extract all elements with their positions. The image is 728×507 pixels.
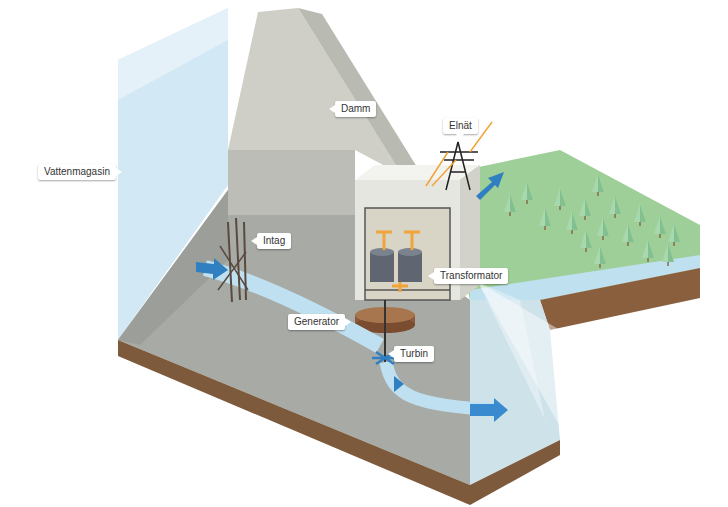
callout-label: Elnät: [443, 118, 478, 134]
callout-label: Generator: [288, 314, 345, 330]
callout-label: Turbin: [394, 346, 434, 362]
callout-label: Intag: [257, 233, 291, 249]
label-text: Turbin: [400, 348, 428, 359]
callout-label: Vattenmagasin: [38, 164, 116, 180]
label-text: Damm: [341, 103, 370, 114]
callout-label: Damm: [335, 101, 376, 117]
label-text: Elnät: [449, 120, 472, 131]
label-text: Generator: [294, 316, 339, 327]
label-text: Transformator: [440, 270, 502, 281]
callout-label: Transformator: [434, 268, 508, 284]
label-text: Vattenmagasin: [44, 166, 110, 177]
label-text: Intag: [263, 235, 285, 246]
